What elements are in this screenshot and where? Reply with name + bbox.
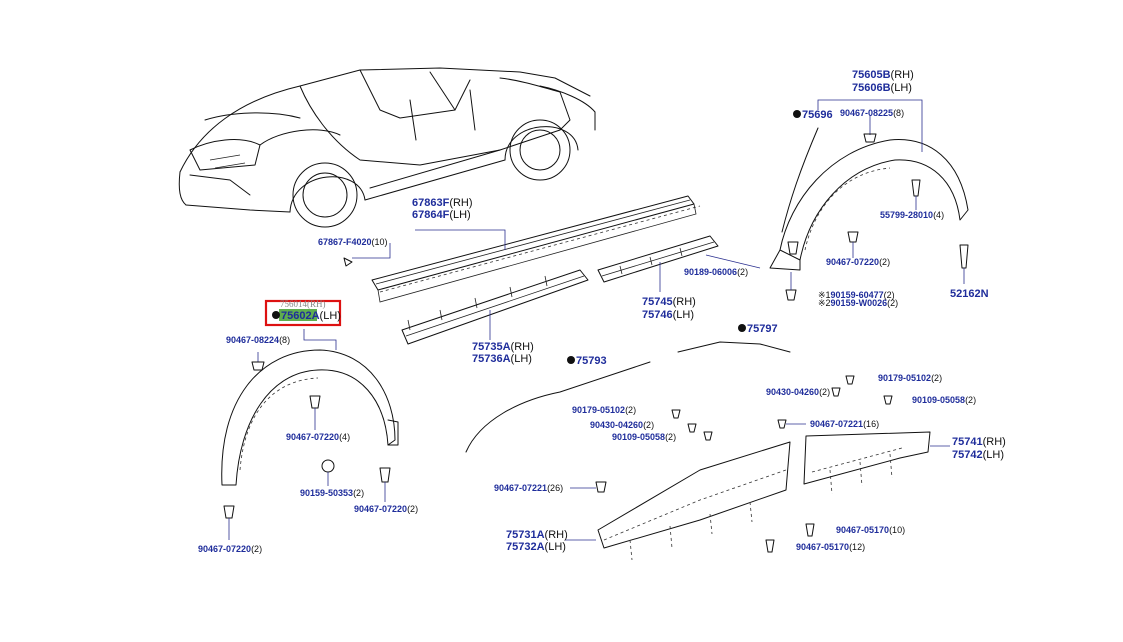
label-75605B: 75605B(RH) xyxy=(852,69,914,81)
clip-90159-50353 xyxy=(321,459,335,473)
clip-90467-05170-12 xyxy=(765,539,775,553)
label-90467-07221-26: 90467-07221(26) xyxy=(494,483,563,493)
label-67863F: 67863F(RH) xyxy=(412,197,473,209)
label-90109-05058-l: 90109-05058(2) xyxy=(612,432,676,442)
label-55799: 55799-28010(4) xyxy=(880,210,944,220)
part-labels: 67863F(RH) 67864F(LH) 67867-F4020(10) 75… xyxy=(198,69,1006,554)
leader-67863F xyxy=(415,229,506,250)
label-90467-08224: 90467-08224(8) xyxy=(226,335,290,345)
seal-75793 xyxy=(465,361,651,453)
label-90467-07221-16: 90467-07221(16) xyxy=(810,419,879,429)
lower-panel-75741 xyxy=(803,431,931,495)
clip-55799 xyxy=(911,179,921,197)
clip-90467-07220-b xyxy=(379,467,391,483)
label-90189: 90189-06006(2) xyxy=(684,267,748,277)
label-75745: 75745(RH) xyxy=(642,296,696,308)
clip-90467-07220-c xyxy=(223,505,235,519)
highlight-fill xyxy=(279,309,317,321)
label-75736A: 75736A(LH) xyxy=(472,353,532,365)
clip-52162N xyxy=(959,244,969,269)
label-90467-05170-12: 90467-05170(12) xyxy=(796,542,865,552)
label-75741: 75741(RH) xyxy=(952,436,1006,448)
label-52162N: 52162N xyxy=(950,288,989,300)
label-90430-04260-r: 90430-04260(2) xyxy=(766,387,830,397)
label-75606B: 75606B(LH) xyxy=(852,82,912,94)
label-75696: 75696 xyxy=(802,109,833,121)
label-90467-07220-b: 90467-07220(2) xyxy=(354,504,418,514)
clip-90179-05102-l xyxy=(671,409,681,419)
side-garnish-75745 xyxy=(597,235,719,283)
clip-90467-07220-a xyxy=(309,395,321,409)
label-90467-07220-c: 90467-07220(2) xyxy=(198,544,262,554)
clip-90109-05058-l xyxy=(703,431,713,441)
rear-fender-flare xyxy=(769,139,969,271)
label-90467-07220-r: 90467-07220(2) xyxy=(826,257,890,267)
clip-90467-07221-26 xyxy=(595,481,607,493)
bullet-75797 xyxy=(738,324,746,332)
seal-75696 xyxy=(781,127,819,233)
front-fender-flare xyxy=(221,349,399,486)
clip-90467-07221-16 xyxy=(777,419,787,429)
clip-67867 xyxy=(343,257,353,267)
label-75746: 75746(LH) xyxy=(642,309,694,321)
label-90430-04260-l: 90430-04260(2) xyxy=(590,420,654,430)
label-90467-08225: 90467-08225(8) xyxy=(840,108,904,118)
clip-90430-04260-r xyxy=(831,387,841,397)
lower-panel-75731A xyxy=(597,441,791,561)
label-75735A: 75735A(RH) xyxy=(472,341,534,353)
label-75601A-partial: 756014(RH) xyxy=(280,299,326,309)
label-67867: 67867-F4020(10) xyxy=(318,237,388,247)
car-illustration xyxy=(178,67,596,228)
bullet-75696 xyxy=(793,110,801,118)
label-90159-60477: ※190159-60477(2) xyxy=(818,290,895,300)
leader-75605B xyxy=(817,99,923,152)
seal-75797 xyxy=(677,341,791,353)
highlight-box xyxy=(264,299,342,327)
label-90159-50353: 90159-50353(2) xyxy=(300,488,364,498)
label-90467-07220-a: 90467-07220(4) xyxy=(286,432,350,442)
rocker-panel-moulding xyxy=(371,195,701,303)
label-75742: 75742(LH) xyxy=(952,449,1004,461)
label-67864F: 67864F(LH) xyxy=(412,209,471,221)
label-75731A: 75731A(RH) xyxy=(506,529,568,541)
clip-90159 xyxy=(785,289,797,301)
bullet-75793 xyxy=(567,356,575,364)
clip-90179-05102-r xyxy=(845,375,855,385)
clip-90467-08225 xyxy=(863,133,877,143)
bullet-75602A xyxy=(272,311,280,319)
clip-90189 xyxy=(787,241,799,255)
label-90159-W0026: ※290159-W0026(2) xyxy=(818,298,898,308)
label-75732A: 75732A(LH) xyxy=(506,541,566,553)
clip-90109-05058-r xyxy=(883,395,893,405)
leader-90189 xyxy=(705,254,761,269)
label-90467-05170-10: 90467-05170(10) xyxy=(836,525,905,535)
label-90109-05058-r: 90109-05058(2) xyxy=(912,395,976,405)
label-90179-05102-l: 90179-05102(2) xyxy=(572,405,636,415)
clip-90467-05170-10 xyxy=(805,523,815,537)
label-75793: 75793 xyxy=(576,355,607,367)
label-75797: 75797 xyxy=(747,323,778,335)
leader-75602A xyxy=(303,329,337,350)
clip-90430-04260-l xyxy=(687,423,697,433)
side-garnish-75735A xyxy=(401,269,589,345)
label-90179-05102-r: 90179-05102(2) xyxy=(878,373,942,383)
label-75602A: 75602A(LH) xyxy=(281,310,341,322)
clip-90467-08224 xyxy=(251,361,265,371)
clip-90467-07220-r xyxy=(847,231,859,243)
leader-67867 xyxy=(352,243,391,259)
